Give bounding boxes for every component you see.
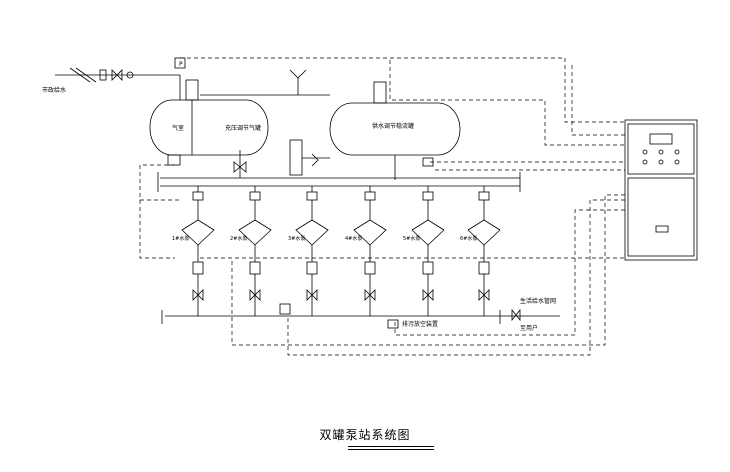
svg-text:P: P xyxy=(179,61,183,68)
pump-1-label: 1#水泵 xyxy=(172,235,189,242)
pump-5-label: 5#水泵 xyxy=(403,235,420,242)
gas-tank-label: 充压调节气罐 xyxy=(225,124,261,132)
suction-header xyxy=(157,172,521,192)
pump-branches: 1#水泵 2#水泵 3#水泵 4#水泵 xyxy=(172,186,501,316)
pump-5: 5#水泵 xyxy=(403,186,445,316)
drain-label: 排污放空装置 xyxy=(402,320,438,328)
discharge-header: 排污放空装置 xyxy=(161,303,501,329)
pump-6-label: 6#水泵 xyxy=(460,235,477,242)
control-cabinet xyxy=(624,119,698,261)
caption-underline-2 xyxy=(348,449,434,450)
pump-3-label: 3#水泵 xyxy=(288,235,305,242)
pump-2-label: 2#水泵 xyxy=(230,235,247,242)
diagram-caption: 双罐泵站系统图 xyxy=(319,428,411,442)
outlet-top-label: 生活给水管网 xyxy=(520,297,556,305)
pump-4-label: 4#水泵 xyxy=(345,235,362,242)
gas-label: 气室 xyxy=(172,124,184,132)
caption-underline-1 xyxy=(348,446,434,447)
supply-tank: 供水调节稳流罐 xyxy=(329,81,461,180)
inlet-line: P 市政给水 xyxy=(42,57,186,100)
outlet: 生活给水管网 至用户 xyxy=(500,297,560,332)
tank-connector xyxy=(233,69,330,178)
outlet-bottom-label: 至用户 xyxy=(520,324,538,332)
inlet-label: 市政给水 xyxy=(42,86,66,94)
pump-3: 3#水泵 xyxy=(288,186,329,316)
control-cables xyxy=(139,57,625,356)
pump-6: 6#水泵 xyxy=(460,186,501,316)
pump-2: 2#水泵 xyxy=(230,186,272,316)
gas-tank: 气室 充压调节气罐 xyxy=(149,79,290,166)
supply-tank-label: 供水调节稳流罐 xyxy=(372,122,414,130)
pump-1: 1#水泵 xyxy=(172,186,215,316)
pump-4: 4#水泵 xyxy=(345,186,387,316)
